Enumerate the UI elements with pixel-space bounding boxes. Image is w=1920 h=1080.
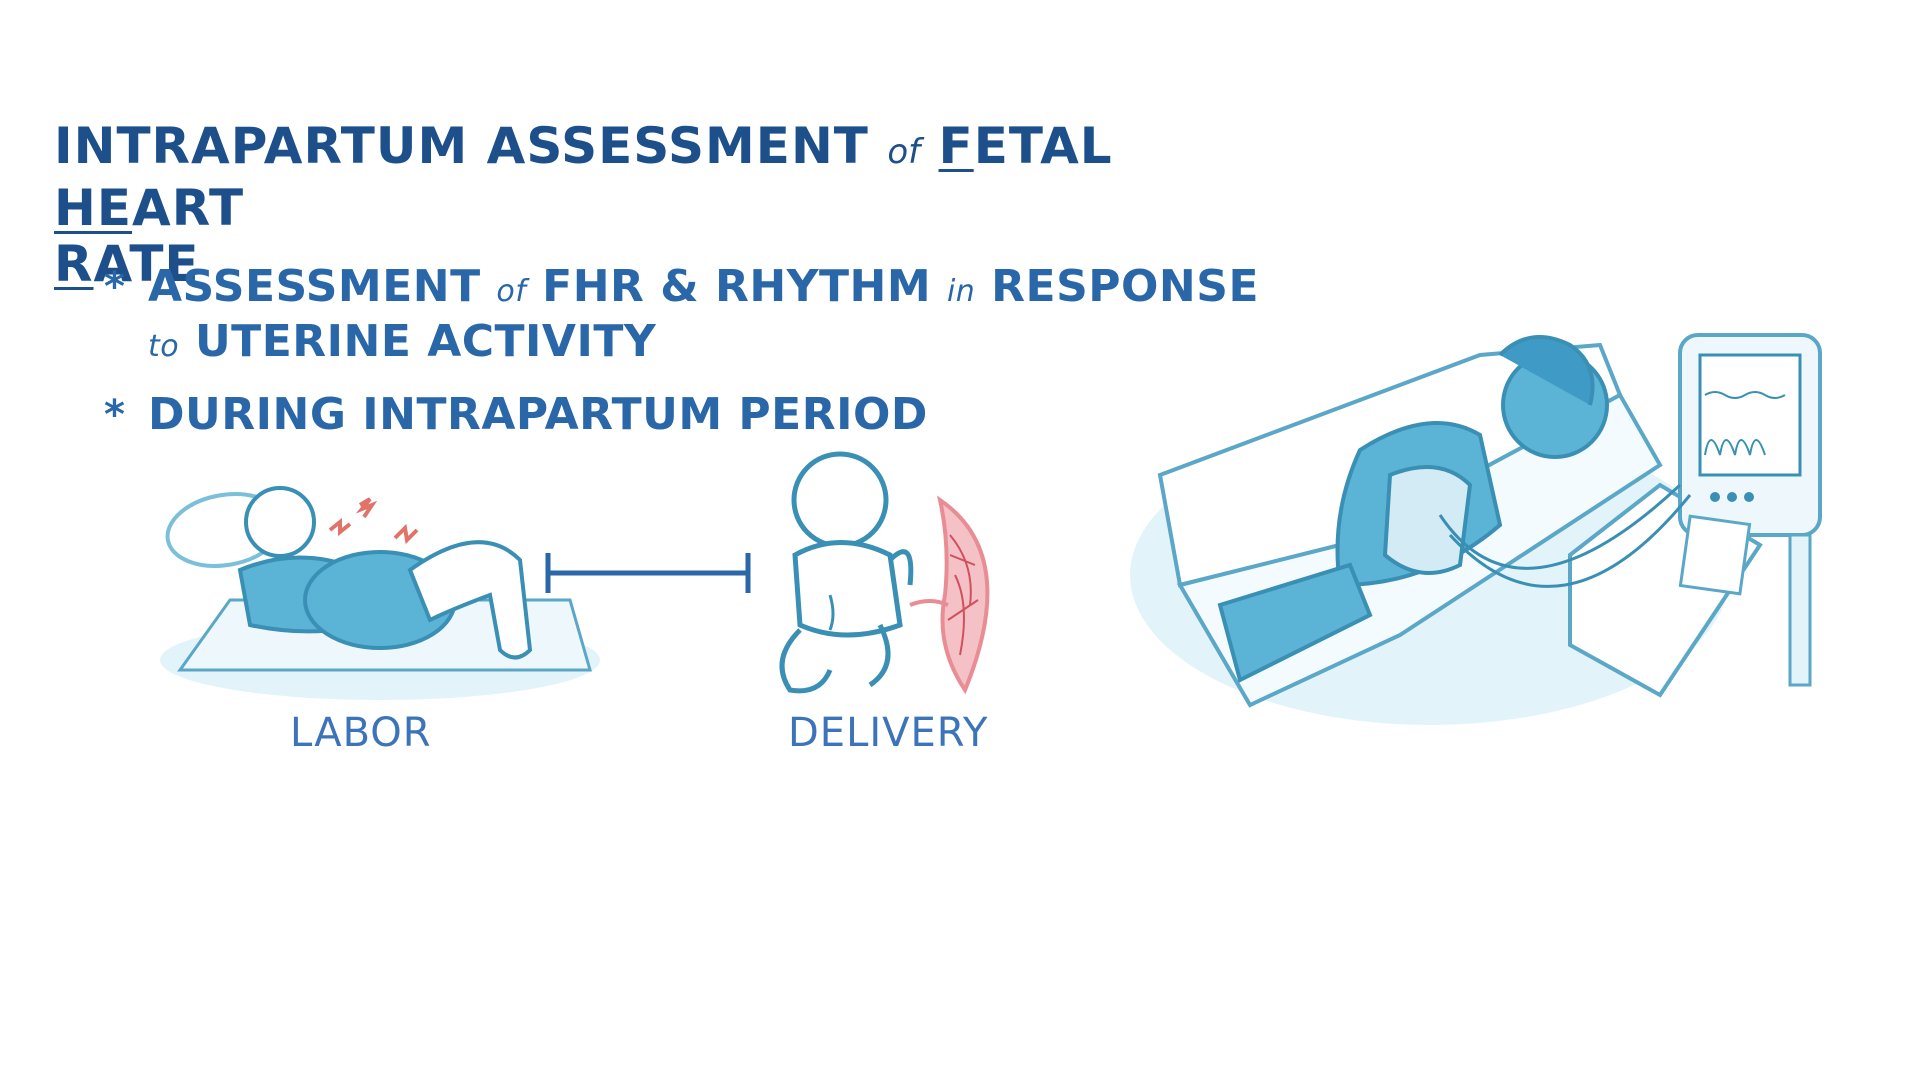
title-letters-he: HE [54,179,133,237]
bullet-word: RESPONSE [991,261,1260,312]
fetal-monitor-icon [1678,333,1822,687]
labor-caption: LABOR [290,710,432,756]
mother-hair [1498,335,1595,406]
mother-head [244,486,316,558]
title-word: ATE [93,235,200,293]
mother-legs [1217,562,1373,683]
delivery-caption: DELIVERY [788,710,989,756]
mother-legs [407,540,533,660]
title-word: ART [132,179,245,237]
labor-illustration [160,486,600,700]
bullet-item: * DURING INTRAPARTUM PERIOD [104,390,928,440]
title-word: INTRAPARTUM ASSESSMENT [54,117,869,175]
monitor-cables [1438,483,1692,588]
title-letter-f: F [938,117,974,175]
title-of: of [887,132,921,172]
title-letter-r: R [54,235,94,293]
bullet-word: FHR & RHYTHM [542,261,932,312]
bullet-word: ASSESSMENT [148,261,481,312]
pain-marks-icon [328,497,419,545]
asterisk-icon: * [104,264,126,310]
title-word: ETAL [973,117,1113,175]
placenta-icon [909,495,990,695]
delivery-illustration [779,451,990,695]
bullet-word: in [946,274,976,309]
hospital-monitoring-illustration [1130,333,1822,725]
page-title: INTRAPARTUM ASSESSMENT of FETAL HEART RA… [54,118,1174,292]
baby-icon [779,451,914,694]
bullet-word: of [496,274,527,309]
bullet-text: DURING INTRAPARTUM PERIOD [148,389,928,440]
bullet-item: * ASSESSMENT of FHR & RHYTHM in RESPONSE… [104,262,1259,372]
labor-to-delivery-line [545,553,751,593]
asterisk-icon: * [104,392,126,438]
bullet-text: ASSESSMENT of FHR & RHYTHM in RESPONSE t… [148,262,1259,372]
bullet-word: UTERINE ACTIVITY [194,316,657,367]
monitor-belt [1382,465,1473,575]
bullet-word: to [148,329,180,364]
